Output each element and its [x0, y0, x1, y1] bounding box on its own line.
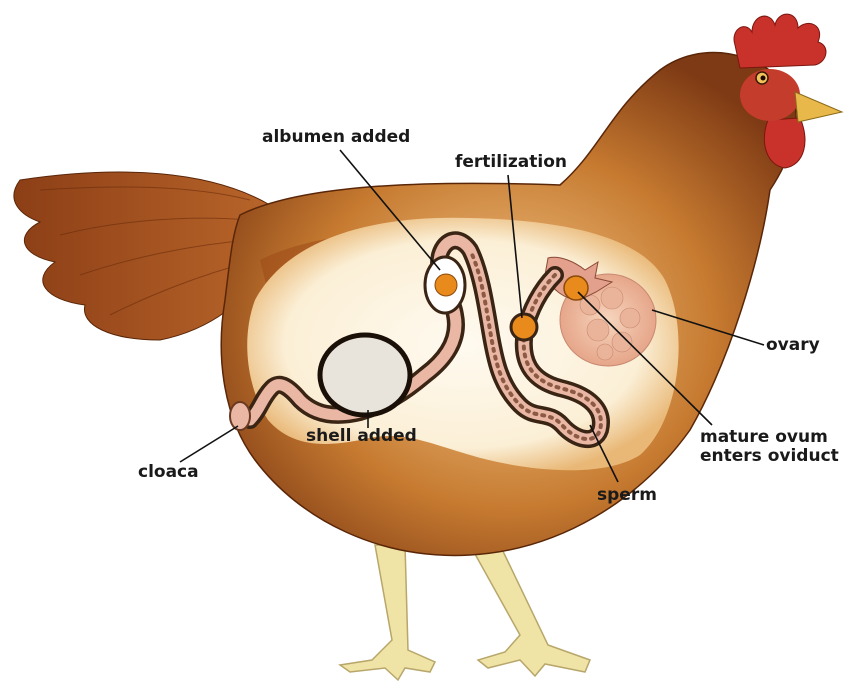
label-shell-added: shell added — [306, 427, 417, 446]
label-sperm: sperm — [597, 486, 657, 505]
comb — [734, 14, 826, 68]
label-albumen-added: albumen added — [262, 128, 410, 147]
label-ovary: ovary — [766, 336, 820, 355]
shelled-egg — [320, 335, 410, 415]
label-cloaca: cloaca — [138, 463, 199, 482]
beak — [795, 92, 842, 122]
mature-ovum — [564, 276, 588, 300]
cloaca-opening — [230, 402, 250, 430]
cloaca-leader — [180, 426, 238, 462]
label-mature-ovum: mature ovum enters oviduct — [700, 428, 839, 465]
legs — [340, 545, 590, 680]
fertilized-ovum — [511, 314, 537, 340]
label-fertilization: fertilization — [455, 153, 567, 172]
label-mature-ovum-line2: enters oviduct — [700, 447, 839, 466]
label-mature-ovum-line1: mature ovum — [700, 428, 839, 447]
